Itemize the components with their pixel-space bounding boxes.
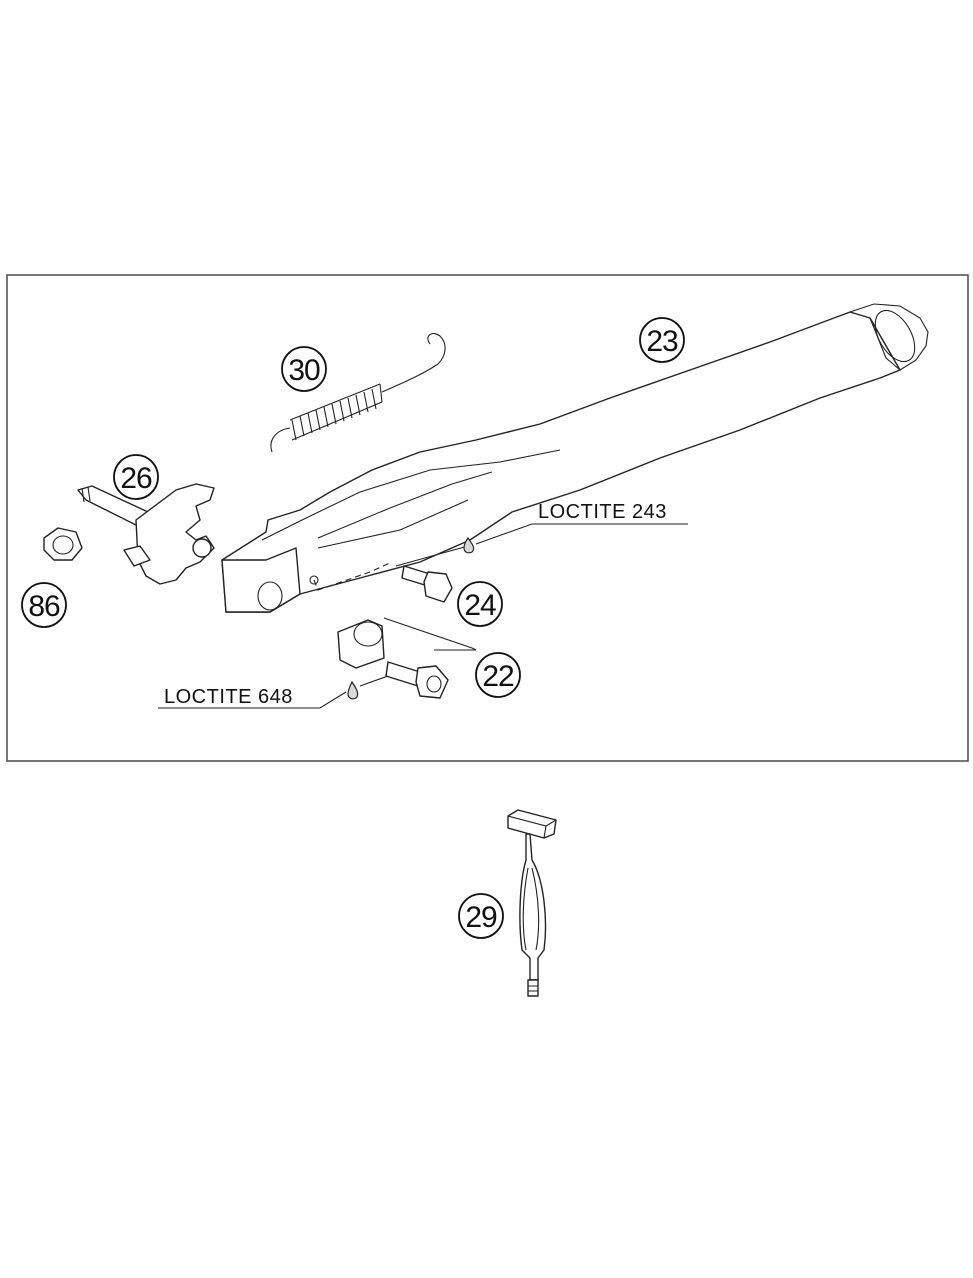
callout-22-text: 22: [482, 660, 514, 693]
nut: [43, 527, 83, 561]
loctite-648-leader: [158, 675, 389, 709]
callout-26-text: 26: [120, 462, 152, 495]
callout-86-text: 86: [28, 590, 60, 623]
spring: [270, 333, 446, 453]
callout-23: 23: [639, 317, 685, 363]
callout-24: 24: [457, 581, 503, 627]
callout-29-text: 29: [465, 901, 497, 934]
loctite-243-leader: [475, 523, 688, 545]
leader-22a: [383, 617, 477, 651]
callout-23-text: 23: [646, 325, 678, 358]
callout-24-text: 24: [464, 589, 496, 622]
bushing: [337, 619, 385, 669]
loctite-drop-648: [347, 680, 359, 700]
stand-tool: [507, 809, 557, 997]
callout-30-text: 30: [288, 354, 320, 387]
pivot-bracket: [77, 483, 215, 585]
callout-22: 22: [475, 652, 521, 698]
loctite-648-label: LOCTITE 648: [164, 686, 293, 708]
callout-26: 26: [113, 454, 159, 500]
loctite-243-label: LOCTITE 243: [538, 501, 667, 523]
callout-86: 86: [21, 582, 67, 628]
bolt-24: [395, 545, 469, 603]
callout-30: 30: [281, 346, 327, 392]
bolt-22: [385, 661, 449, 699]
callout-29: 29: [458, 893, 504, 939]
loctite-drop-243: [463, 536, 475, 554]
side-stand-leg: [221, 303, 929, 613]
diagram-frame: [6, 274, 969, 762]
